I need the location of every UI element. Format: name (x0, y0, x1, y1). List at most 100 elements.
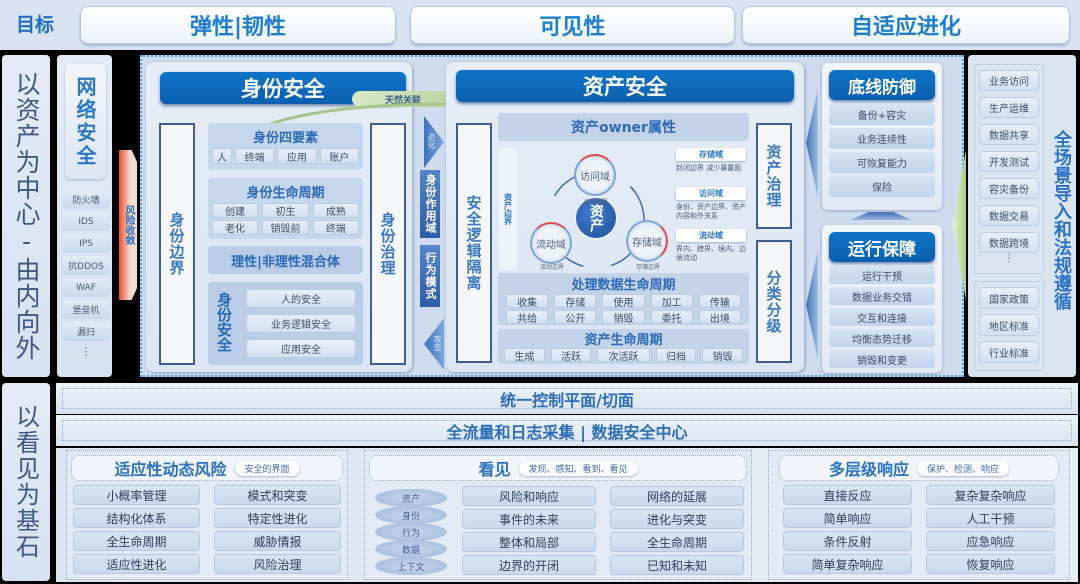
resp-recovery[interactable]: 恢复响应 (926, 554, 1055, 574)
oval-data[interactable]: 数据 (375, 540, 447, 558)
risk-convergence-bar: 风险收敛 (119, 150, 137, 300)
op-intervention[interactable]: 运行干预 (829, 266, 935, 284)
net-item-ips[interactable]: IPS (62, 234, 110, 253)
asset-destroy[interactable]: 销毁 (702, 348, 743, 363)
risk-full-lifecycle[interactable]: 全生命周期 (73, 531, 200, 551)
risk-governance[interactable]: 风险治理 (214, 554, 341, 574)
reg-national-policy[interactable]: 国家政策 (979, 287, 1039, 309)
resp-simple-complex[interactable]: 简单复杂响应 (783, 554, 912, 574)
net-item-bastion[interactable]: 堡垒机 (62, 300, 110, 319)
lifecycle-aging[interactable]: 老化 (212, 220, 259, 235)
scene-disaster-backup[interactable]: 容灾备份 (979, 178, 1039, 199)
natural-link-curve-icon (270, 102, 451, 126)
element-person[interactable]: 人 (212, 148, 232, 164)
goal-adaptive-evolution[interactable]: 自适应进化 (742, 6, 1070, 44)
attack-arrow-label: 攻击 (433, 335, 442, 351)
proc-process[interactable]: 加工 (650, 294, 693, 309)
scene-production-ops[interactable]: 生产运维 (979, 97, 1039, 118)
behavior-mode-label: 行为模式 (424, 252, 437, 300)
defense-backup[interactable]: 备份+容灾 (829, 104, 935, 125)
net-item-ids[interactable]: IDS (62, 212, 110, 231)
lifecycle-create[interactable]: 创建 (212, 203, 259, 218)
proc-collect[interactable]: 收集 (506, 294, 549, 309)
classification-label: 分类分级 (764, 269, 783, 334)
op-destroy-change[interactable]: 销毁和变更 (829, 350, 935, 368)
vis-known-unknown[interactable]: 已知和未知 (610, 555, 744, 575)
asset-generate[interactable]: 生成 (504, 348, 545, 363)
goal-label: 目标 (16, 14, 55, 36)
net-item-firewall[interactable]: 防火墙 (62, 190, 110, 209)
regulation-items-group: 国家政策 地区标准 行业标准 (974, 281, 1044, 371)
risk-threat-intel[interactable]: 威胁情报 (214, 531, 341, 551)
scene-dev-test[interactable]: 开发测试 (979, 151, 1039, 172)
proc-transfer[interactable]: 传输 (698, 294, 741, 309)
domain-flow[interactable]: 流动域 (530, 222, 572, 264)
op-interaction[interactable]: 交互和连接 (829, 308, 935, 326)
proc-entrust[interactable]: 委托 (650, 310, 693, 325)
scene-data-trading[interactable]: 数据交易 (979, 205, 1039, 226)
proc-publish[interactable]: 公开 (554, 310, 597, 325)
reg-regional-standard[interactable]: 地区标准 (979, 314, 1039, 336)
oval-behavior[interactable]: 行为 (375, 523, 447, 541)
net-item-waf[interactable]: WAF (62, 278, 110, 297)
security-human[interactable]: 人的安全 (246, 289, 356, 308)
scene-business-access[interactable]: 业务访问 (979, 70, 1039, 91)
proc-store[interactable]: 存储 (554, 294, 597, 309)
asset-semi-active[interactable]: 次活跃 (597, 348, 650, 363)
security-application[interactable]: 应用安全 (246, 339, 356, 358)
oval-asset[interactable]: 资产 (375, 489, 447, 507)
identity-boundary-label: 身份边界 (167, 212, 186, 276)
defense-insurance[interactable]: 保险 (829, 176, 935, 197)
risk-specific-evolution[interactable]: 特定性进化 (214, 508, 341, 528)
defense-continuity[interactable]: 业务连续性 (829, 128, 935, 149)
net-item-anti-ddos[interactable]: 抗DDOS (62, 256, 110, 275)
vis-risk-response[interactable]: 风险和响应 (462, 486, 596, 506)
domain-access[interactable]: 访问域 (574, 154, 616, 196)
risk-pattern[interactable]: 模式和突变 (214, 485, 341, 505)
vis-boundary[interactable]: 边界的开闭 (462, 555, 596, 575)
vis-network-extension[interactable]: 网络的延展 (610, 486, 744, 506)
vis-full-lifecycle[interactable]: 全生命周期 (610, 532, 744, 552)
proc-export[interactable]: 出境 (698, 310, 741, 325)
proc-supply[interactable]: 共给 (506, 310, 549, 325)
resp-reflex[interactable]: 条件反射 (783, 531, 912, 551)
risk-structured[interactable]: 结构化体系 (73, 508, 200, 528)
security-business-logic[interactable]: 业务逻辑安全 (246, 314, 356, 333)
oval-identity[interactable]: 身份 (375, 506, 447, 524)
proc-destroy[interactable]: 销毁 (602, 310, 645, 325)
rational-hybrid-block: 理性|非理性混合体 (208, 246, 363, 274)
proc-use[interactable]: 使用 (602, 294, 645, 309)
oval-context[interactable]: 上下文 (375, 557, 447, 575)
element-account[interactable]: 账户 (319, 148, 359, 164)
resp-complex-complex[interactable]: 复杂复杂响应 (926, 485, 1055, 505)
risk-adaptive-evolution[interactable]: 适应性进化 (73, 554, 200, 574)
element-application[interactable]: 应用 (277, 148, 317, 164)
risk-low-prob[interactable]: 小概率管理 (73, 485, 200, 505)
defense-recovery[interactable]: 可恢复能力 (829, 152, 935, 173)
vis-whole-part[interactable]: 整体和局部 (462, 532, 596, 552)
lifecycle-pre-destroy[interactable]: 销毁前 (262, 220, 309, 235)
lifecycle-end[interactable]: 终端 (312, 220, 359, 235)
net-item-vuln-scan[interactable]: 漏扫 (62, 322, 110, 341)
scene-cross-border[interactable]: 数据跨境 (979, 232, 1039, 253)
resp-manual[interactable]: 人工干预 (926, 508, 1055, 528)
asset-archive[interactable]: 归档 (655, 348, 697, 363)
scene-data-sharing[interactable]: 数据共享 (979, 124, 1039, 145)
multi-response-header: 多层级响应 保护、检测、响应 (779, 455, 1059, 481)
resp-direct[interactable]: 直接反应 (783, 485, 912, 505)
resp-emergency[interactable]: 应急响应 (926, 531, 1055, 551)
op-equilibrium[interactable]: 均衡态势迁移 (829, 329, 935, 347)
domain-storage[interactable]: 存储域 (626, 220, 668, 262)
vis-evolution-mutation[interactable]: 进化与突变 (610, 509, 744, 529)
asset-active[interactable]: 活跃 (550, 348, 592, 363)
vis-event-future[interactable]: 事件的未来 (462, 509, 596, 529)
op-data-business[interactable]: 数据业务交错 (829, 287, 935, 305)
resp-simple[interactable]: 简单响应 (783, 508, 912, 528)
goal-visibility[interactable]: 可见性 (410, 6, 735, 44)
lifecycle-initial[interactable]: 初生 (262, 203, 309, 218)
element-terminal[interactable]: 终端 (235, 148, 275, 164)
asset-governance-label: 资产治理 (764, 144, 783, 208)
lifecycle-mature[interactable]: 成熟 (312, 203, 359, 218)
reg-industry-standard[interactable]: 行业标准 (979, 341, 1039, 363)
goal-resilience[interactable]: 弹性|韧性 (80, 6, 396, 44)
